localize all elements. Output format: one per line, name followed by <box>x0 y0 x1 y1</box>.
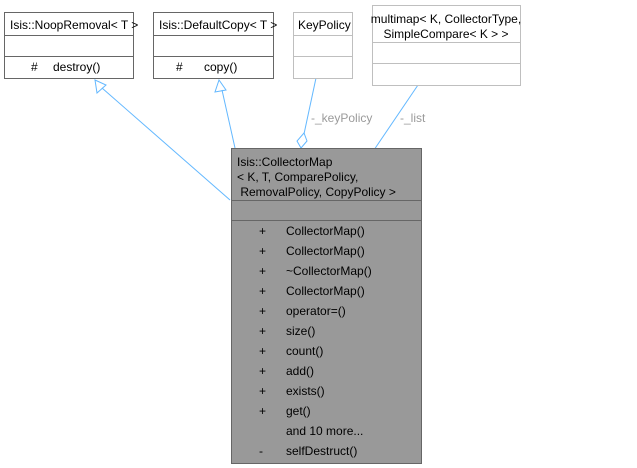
class-collector-map[interactable]: Isis::CollectorMap < K, T, ComparePolicy… <box>231 148 422 464</box>
class-title: Isis::NoopRemoval< T > <box>10 18 138 32</box>
method-visibility: + <box>259 304 266 318</box>
method-visibility: # <box>176 60 183 74</box>
class-title-line2: < K, T, ComparePolicy, <box>237 170 358 184</box>
method-name[interactable]: CollectorMap() <box>286 244 365 258</box>
aggregation-edge-key-policy: -_keyPolicy <box>296 77 372 149</box>
inheritance-arrow-icon <box>214 78 227 93</box>
method-name[interactable]: and 10 more... <box>286 424 363 438</box>
inheritance-edge-noop-removal <box>94 79 231 201</box>
method-name[interactable]: operator=() <box>286 304 346 318</box>
method-name: destroy() <box>53 60 100 74</box>
inheritance-arrow-icon <box>94 79 107 94</box>
method-name[interactable]: CollectorMap() <box>286 224 365 238</box>
list-edge-label: -_list <box>400 111 426 125</box>
method-name[interactable]: count() <box>286 344 323 358</box>
method-visibility: # <box>31 60 38 74</box>
method-name[interactable]: selfDestruct() <box>286 444 357 458</box>
method-visibility: + <box>259 324 266 338</box>
class-multimap[interactable]: multimap< K, CollectorType, SimpleCompar… <box>371 5 521 86</box>
method-visibility: + <box>259 284 266 298</box>
method-name[interactable]: ~CollectorMap() <box>286 264 372 278</box>
class-title: KeyPolicy <box>298 18 351 32</box>
class-title-line1: multimap< K, CollectorType, <box>371 12 521 26</box>
class-title-line2: SimpleCompare< K > > <box>383 27 508 41</box>
method-visibility: + <box>259 224 266 238</box>
method-visibility: + <box>259 264 266 278</box>
method-visibility: - <box>259 444 263 458</box>
method-name[interactable]: size() <box>286 324 315 338</box>
method-list: + CollectorMap() + CollectorMap() + ~Collecto… <box>259 224 372 458</box>
method-name[interactable]: exists() <box>286 384 325 398</box>
method-visibility: + <box>259 244 266 258</box>
method-name[interactable]: get() <box>286 404 311 418</box>
inheritance-edge-default-copy <box>214 78 236 149</box>
method-visibility: + <box>259 344 266 358</box>
class-default-copy[interactable]: Isis::DefaultCopy< T > # copy() <box>153 12 278 79</box>
method-visibility: + <box>259 364 266 378</box>
class-title-line3: RemovalPolicy, CopyPolicy > <box>237 185 396 199</box>
method-name[interactable]: CollectorMap() <box>286 284 365 298</box>
method-visibility: + <box>259 404 266 418</box>
class-title: Isis::DefaultCopy< T > <box>159 18 277 32</box>
method-visibility: + <box>259 384 266 398</box>
key-policy-edge-label: -_keyPolicy <box>311 111 372 125</box>
method-name[interactable]: add() <box>286 364 314 378</box>
class-key-policy[interactable]: KeyPolicy <box>293 12 353 79</box>
class-noop-removal[interactable]: Isis::NoopRemoval< T > # destroy() <box>4 12 139 79</box>
method-name: copy() <box>204 60 237 74</box>
class-title-line1: Isis::CollectorMap <box>237 155 333 169</box>
aggregation-diamond-icon <box>296 132 308 149</box>
